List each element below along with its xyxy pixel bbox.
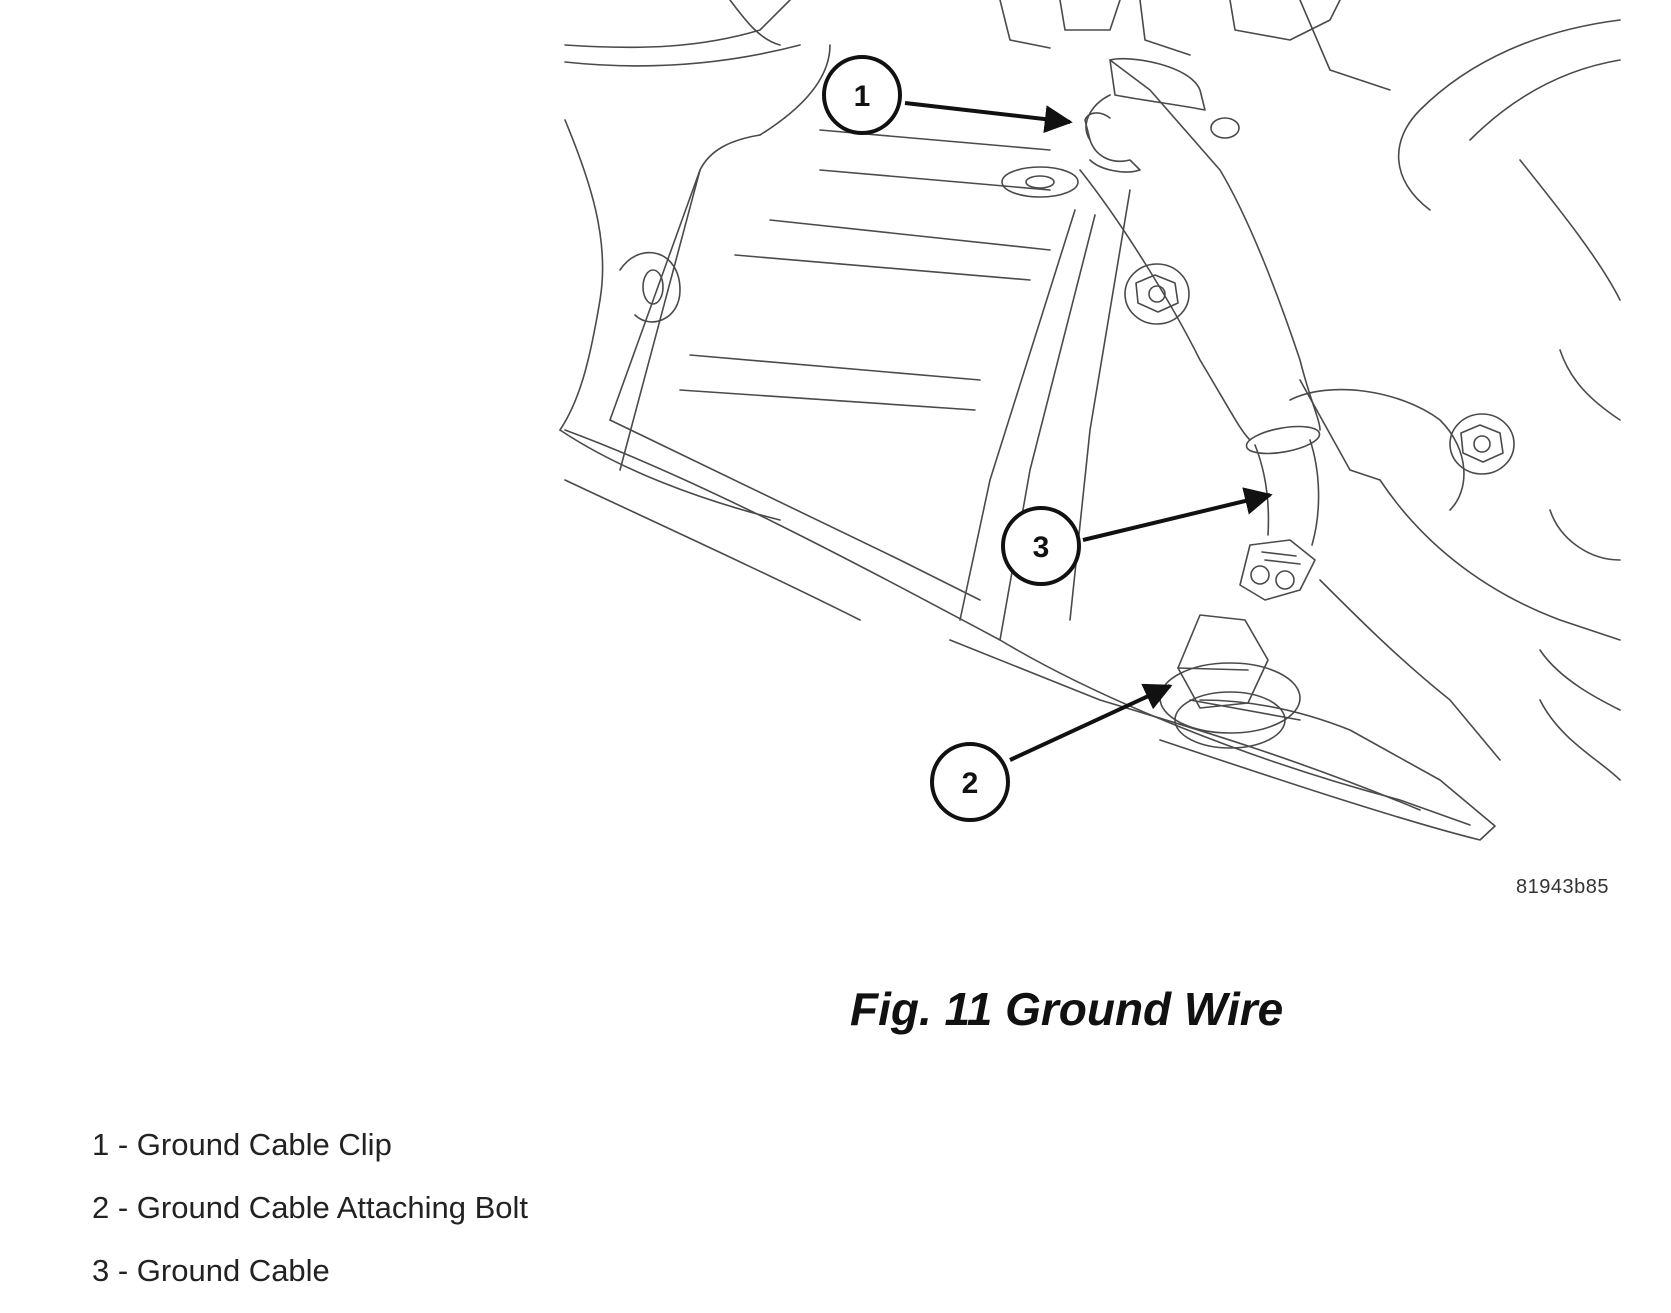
callout-1-arrow xyxy=(904,101,1073,134)
legend-list: 1 - Ground Cable Clip 2 - Ground Cable A… xyxy=(92,1124,528,1313)
ground-wire-illustration: 1 3 2 xyxy=(559,0,1621,841)
callout-2-number: 2 xyxy=(962,767,979,800)
callout-3: 3 xyxy=(1001,506,1081,586)
callout-3-number: 3 xyxy=(1033,531,1050,564)
figure-caption: Fig. 11 Ground Wire xyxy=(850,983,1284,1035)
callout-2-arrow xyxy=(1009,683,1173,762)
callout-1-number: 1 xyxy=(854,80,871,113)
callout-1: 1 xyxy=(822,55,902,135)
callout-2: 2 xyxy=(930,742,1010,822)
legend-item-2: 2 - Ground Cable Attaching Bolt xyxy=(92,1190,528,1225)
legend-item-3: 3 - Ground Cable xyxy=(92,1253,330,1288)
legend-item-1: 1 - Ground Cable Clip xyxy=(92,1127,392,1162)
callout-arrows xyxy=(904,101,1273,762)
callout-3-arrow xyxy=(1082,487,1273,542)
engine-housing-drawing xyxy=(559,0,1621,841)
figure-id: 81943b85 xyxy=(1516,876,1609,898)
